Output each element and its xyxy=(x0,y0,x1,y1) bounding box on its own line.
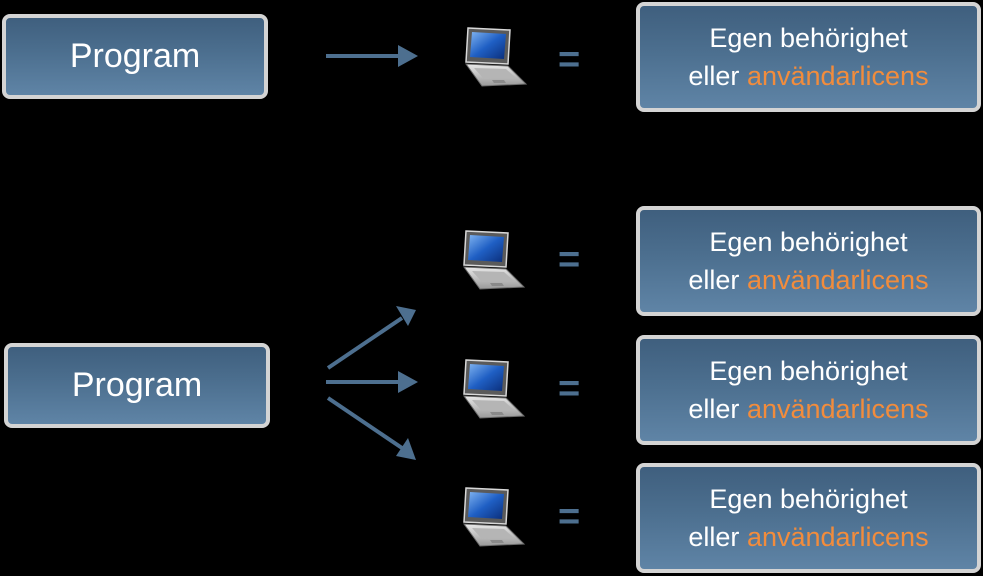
license-word: eller xyxy=(688,522,740,552)
license-line1: Egen behörighet xyxy=(709,227,908,257)
arrow-up xyxy=(326,306,416,370)
license-box: Egen behörighet eller användarlicens xyxy=(636,206,981,316)
arrow-middle xyxy=(326,371,418,393)
arrow-down xyxy=(326,396,416,460)
laptop-icon xyxy=(463,487,525,547)
license-box: Egen behörighet eller användarlicens xyxy=(636,463,981,573)
program-box-bottom: Program xyxy=(4,343,270,428)
license-accent: användarlicens xyxy=(746,394,929,424)
license-line2: eller användarlicens xyxy=(688,518,928,556)
equals-sign: = xyxy=(558,239,581,281)
license-word: eller xyxy=(688,61,740,91)
license-line1: Egen behörighet xyxy=(709,23,908,53)
laptop-icon xyxy=(463,359,525,419)
license-line2: eller användarlicens xyxy=(688,57,928,95)
license-line1: Egen behörighet xyxy=(709,484,908,514)
program-label: Program xyxy=(71,366,203,404)
equals-sign: = xyxy=(558,368,581,410)
license-word: eller xyxy=(688,394,740,424)
license-accent: användarlicens xyxy=(746,265,929,295)
license-line1: Egen behörighet xyxy=(709,356,908,386)
license-accent: användarlicens xyxy=(746,522,929,552)
program-box-top: Program xyxy=(2,14,268,99)
arrow-top xyxy=(326,45,418,67)
laptop-icon xyxy=(463,230,525,290)
license-accent: användarlicens xyxy=(746,61,929,91)
license-line2: eller användarlicens xyxy=(688,390,928,428)
license-box: Egen behörighet eller användarlicens xyxy=(636,2,981,112)
license-line2: eller användarlicens xyxy=(688,261,928,299)
laptop-icon xyxy=(465,27,527,87)
equals-sign: = xyxy=(558,496,581,538)
program-label: Program xyxy=(69,37,201,75)
license-word: eller xyxy=(688,265,740,295)
license-box: Egen behörighet eller användarlicens xyxy=(636,335,981,445)
equals-sign: = xyxy=(558,39,581,81)
